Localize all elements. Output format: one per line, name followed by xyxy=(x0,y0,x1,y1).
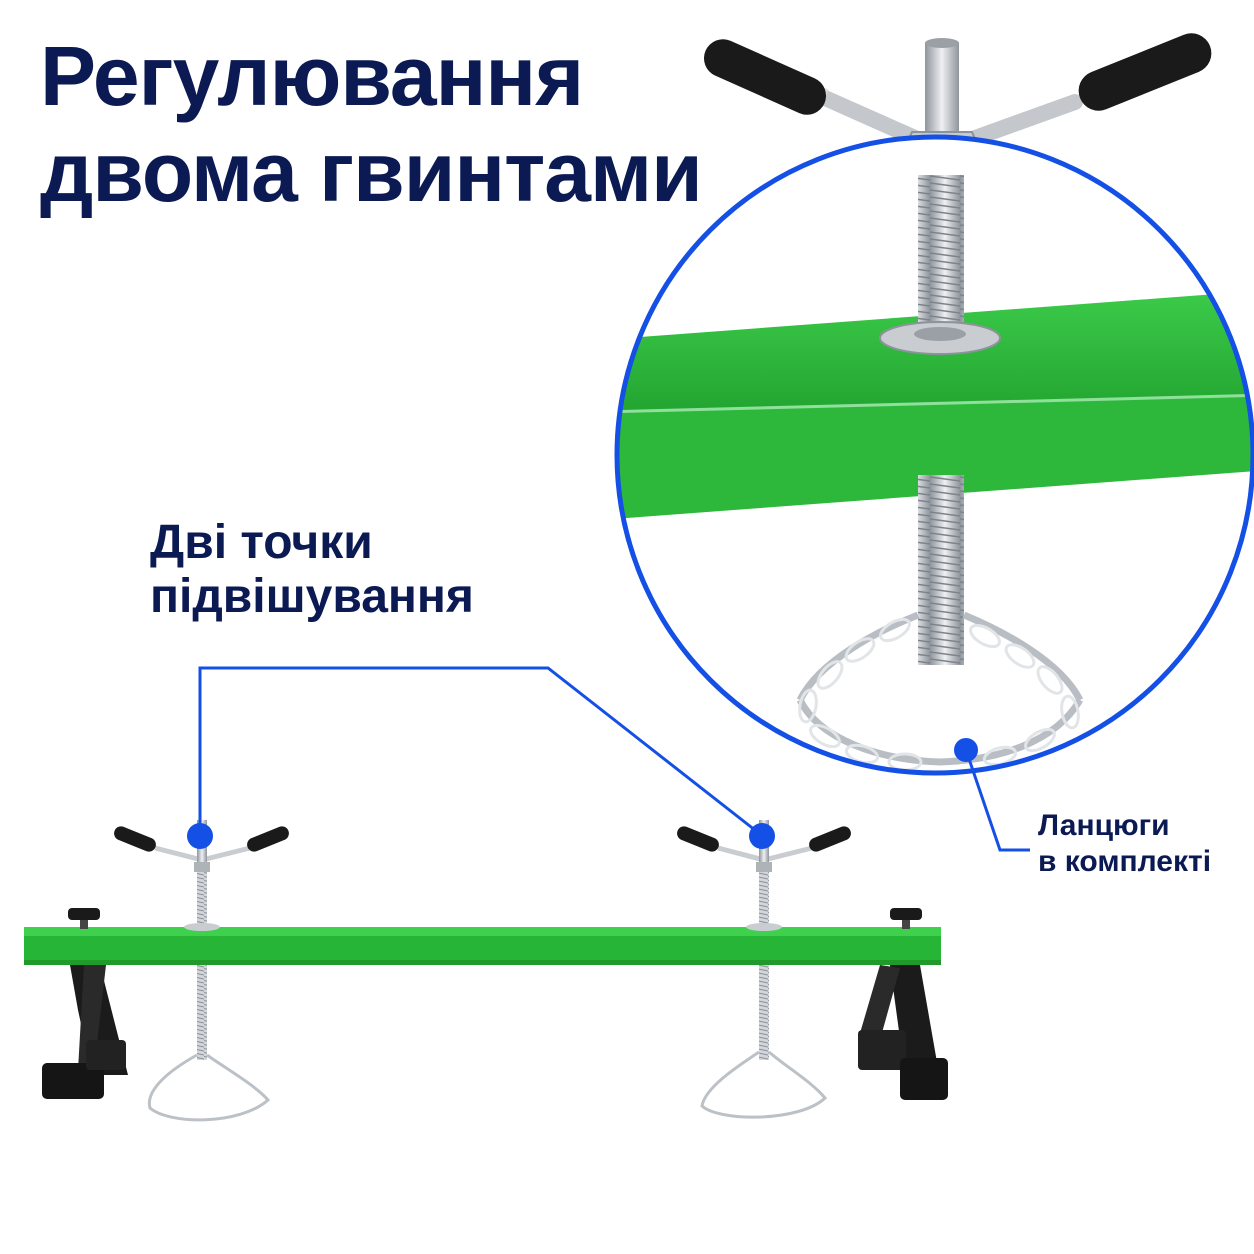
marker-dot-chain xyxy=(954,738,978,762)
callout-points-line-1: Дві точки xyxy=(150,516,373,569)
zoom-circle-frame xyxy=(614,134,1254,776)
end-knob-left xyxy=(68,908,100,929)
hanger-left xyxy=(114,820,289,1122)
stand-right xyxy=(858,965,948,1100)
headline: Регулювання двома гвинтами xyxy=(40,28,703,220)
callout-chains-line-2: в комплекті xyxy=(1038,845,1212,878)
zoom-handle-grip-right xyxy=(1078,33,1212,111)
zoom-threaded-rod-upper xyxy=(918,175,964,335)
stand-left xyxy=(42,965,128,1099)
callout-chains-included: Ланцюги в комплекті xyxy=(1038,808,1211,880)
zoom-detail xyxy=(614,33,1254,776)
callout-points-line-2: підвішування xyxy=(150,570,474,623)
callout-suspension-points: Дві точки підвішування xyxy=(150,516,474,624)
leader-points xyxy=(198,666,761,836)
leader-chains xyxy=(964,749,1030,852)
headline-line-1: Регулювання xyxy=(40,29,584,123)
engine-support-beam xyxy=(24,820,948,1122)
zoom-handle-grip-left xyxy=(703,39,827,115)
callout-chains-line-1: Ланцюги xyxy=(1038,809,1170,842)
hanger-right xyxy=(677,820,851,1119)
end-knob-right xyxy=(890,908,922,929)
marker-dot-right xyxy=(749,823,775,849)
headline-line-2: двома гвинтами xyxy=(40,125,703,219)
marker-dot-left xyxy=(187,823,213,849)
callout-leaders xyxy=(198,666,1030,852)
zoom-threaded-rod-lower xyxy=(918,475,964,665)
